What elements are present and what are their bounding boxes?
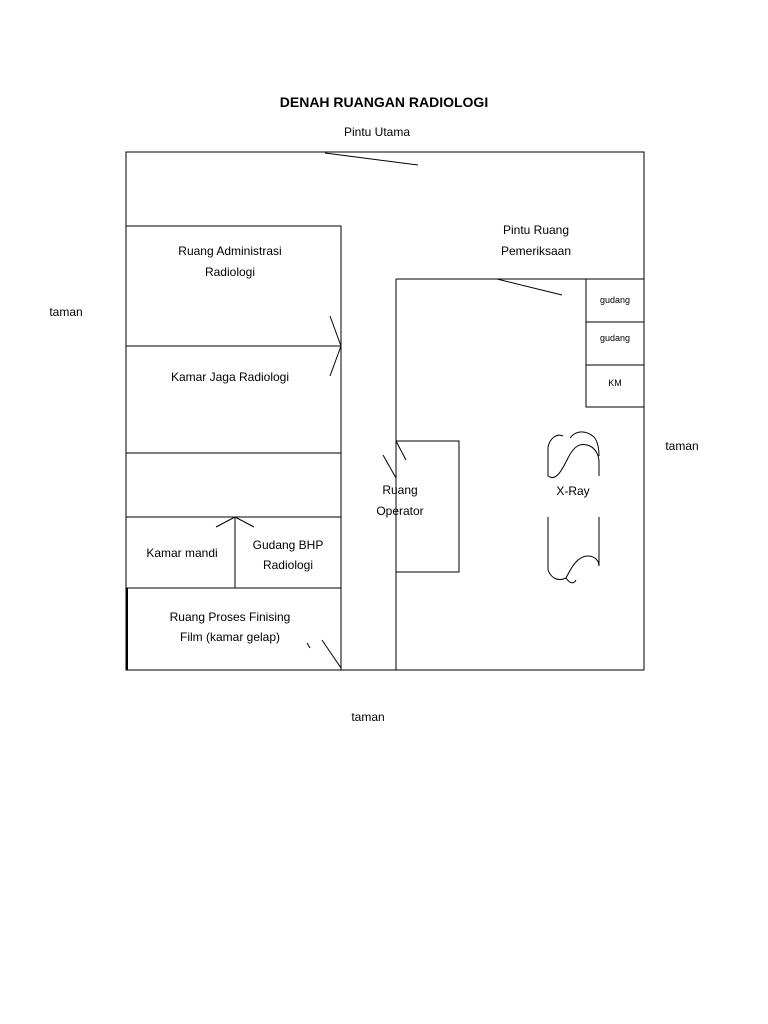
door-darkroom-tick <box>306 642 311 649</box>
bhp-storage-label-2: Radiologi <box>262 558 314 572</box>
operator-room-label-1: Ruang <box>382 483 418 497</box>
toilet-room <box>585 364 645 408</box>
operator-room-label-2: Operator <box>376 504 424 518</box>
diagram-title: DENAH RUANGAN RADIOLOGI <box>279 94 489 110</box>
darkroom-label-2: Film (kamar gelap) <box>179 630 281 644</box>
garden-bottom-label: taman <box>351 710 385 724</box>
storage-1-label: gudang <box>599 295 631 305</box>
door-admin-duty <box>329 315 342 347</box>
xray-machine-bottom <box>547 517 600 584</box>
storage-2-label: gudang <box>599 333 631 343</box>
main-door <box>324 152 419 166</box>
main-door-label: Pintu Utama <box>343 125 411 139</box>
darkroom-label-1: Ruang Proses Finising <box>169 610 291 624</box>
garden-left-label: taman <box>49 305 83 319</box>
door-bhp-2 <box>234 516 255 528</box>
garden-right-label: taman <box>665 439 699 453</box>
door-darkroom <box>321 639 342 669</box>
xray-machine-top-curve <box>569 431 600 457</box>
operator-door <box>382 454 397 479</box>
door-admin-duty-2 <box>329 345 342 377</box>
admin-room-label-1: Ruang Administrasi <box>178 244 282 258</box>
toilet-label: KM <box>608 378 622 388</box>
xray-machine-top <box>547 434 600 478</box>
xray-room-label: X-Ray <box>556 484 590 498</box>
operator-door-2 <box>395 440 407 461</box>
door-bhp <box>215 516 236 528</box>
admin-room-label-2: Radiologi <box>204 265 256 279</box>
bhp-storage-label-1: Gudang BHP <box>252 538 324 552</box>
left-rooms-block <box>125 225 342 671</box>
bathroom-label: Kamar mandi <box>146 546 218 560</box>
exam-door <box>496 278 563 296</box>
exam-door-label-1: Pintu Ruang <box>502 223 570 237</box>
exam-door-label-2: Pemeriksaan <box>500 244 572 258</box>
operator-room <box>395 440 460 573</box>
duty-room-label: Kamar Jaga Radiologi <box>170 370 290 384</box>
